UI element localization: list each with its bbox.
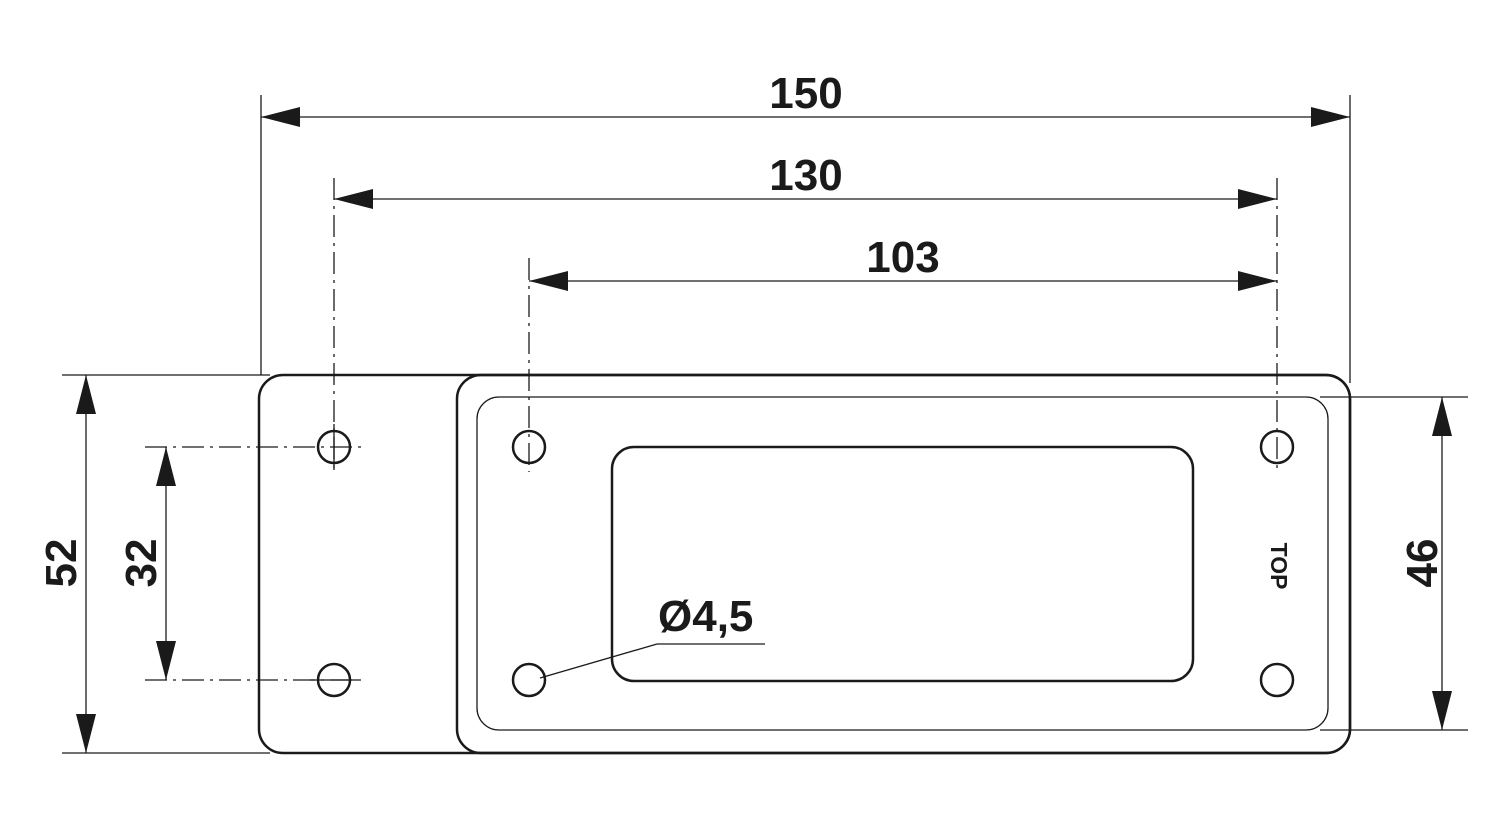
dim-103-label: 103 (866, 233, 939, 282)
hole-diameter-callout: Ø4,5 (539, 592, 765, 679)
hole-bottom-left-inner (511, 662, 547, 698)
dim-32-label: 32 (117, 539, 166, 588)
dimension-overall-width: 150 (261, 69, 1350, 127)
outer-plate (257, 373, 1352, 755)
dimension-hole-spacing-height: 32 (117, 447, 176, 680)
dim-52-label: 52 (37, 539, 86, 588)
center-lines (145, 178, 1278, 681)
dim-150-label: 150 (769, 69, 842, 118)
dimension-hole-spacing-wide: 130 (334, 151, 1277, 209)
top-marking-label: TOP (1266, 543, 1292, 590)
dimension-overall-height: 52 (37, 375, 96, 753)
dim-130-label: 130 (769, 151, 842, 200)
mounting-holes (316, 429, 1295, 698)
inner-frame (476, 396, 1329, 731)
dimension-inner-height: 46 (1398, 397, 1452, 730)
cutout-window (610, 445, 1195, 683)
raised-frame (455, 373, 1352, 755)
dim-46-label: 46 (1398, 539, 1447, 588)
part-outline (257, 373, 1352, 755)
extension-lines (62, 95, 1468, 754)
hole-bottom-right (1259, 662, 1295, 698)
dimension-hole-spacing-narrow: 103 (529, 233, 1277, 291)
hole-diameter-label: Ø4,5 (658, 592, 753, 641)
